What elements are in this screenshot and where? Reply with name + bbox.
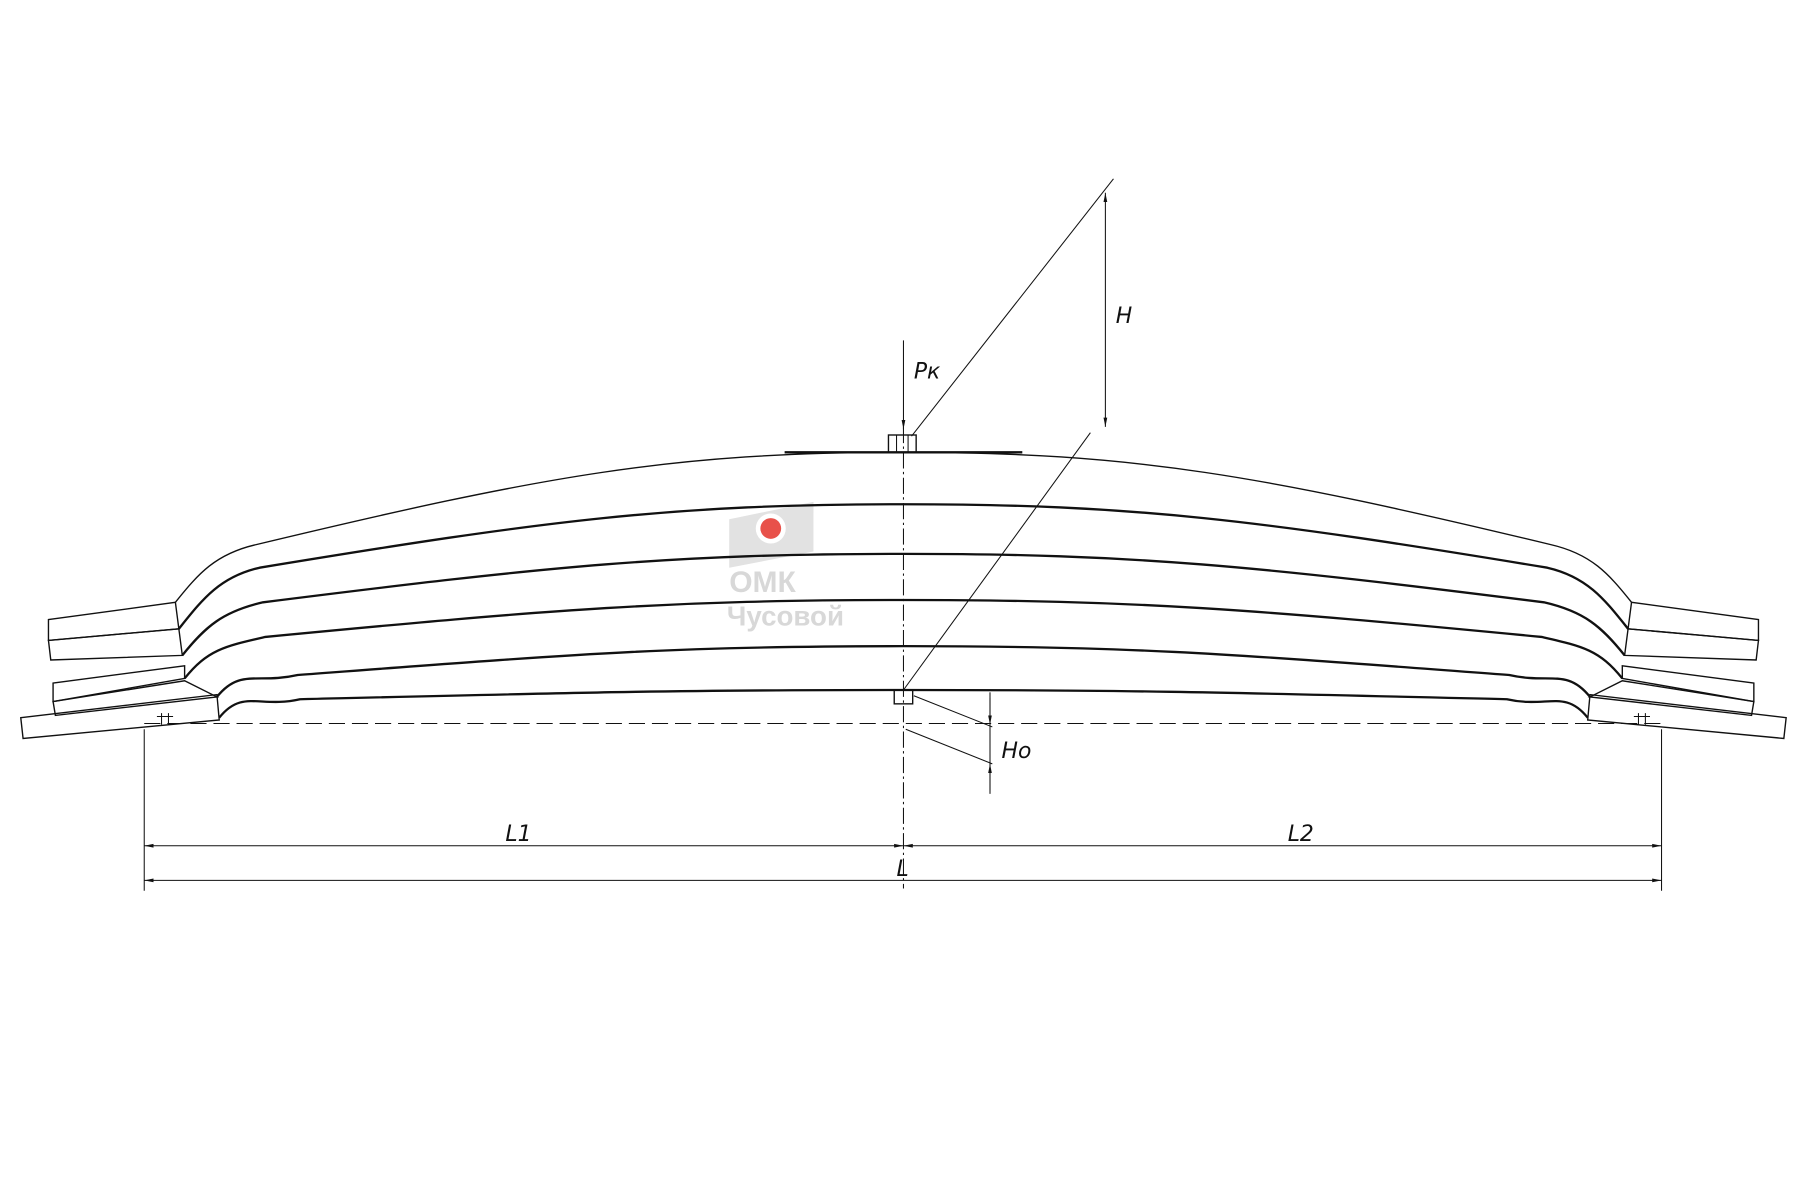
- omk-watermark: ОМК Чусовой: [727, 501, 844, 631]
- ho-extension-bottom: [905, 728, 993, 765]
- ho-extension-top: [913, 695, 993, 728]
- load-label: Pк: [914, 359, 941, 384]
- l2-label: L2: [1288, 822, 1314, 847]
- l-label: L: [897, 857, 909, 882]
- leaf-end: [47, 628, 184, 661]
- clip-rivet-icon: [1633, 713, 1650, 725]
- clip-rivet-icon: [156, 713, 174, 725]
- height-label: H: [1116, 304, 1132, 329]
- leaf-ends: [20, 601, 1787, 740]
- leaf-end: [52, 664, 186, 703]
- leaf-end: [20, 693, 220, 740]
- leaf-line: [181, 552, 1626, 657]
- leaf-end: [1623, 628, 1760, 661]
- watermark-subtitle: Чусовой: [727, 600, 844, 631]
- h-extension-top: [911, 178, 1114, 437]
- leaf-end: [1586, 693, 1787, 740]
- watermark-logo-dot: [760, 518, 782, 539]
- l1-label: L1: [505, 822, 531, 847]
- watermark-brand: ОМК: [729, 566, 796, 599]
- h-extension-bottom: [903, 432, 1091, 691]
- center-bolt-head-icon: [887, 434, 917, 453]
- height-zero-label: Hо: [1002, 739, 1032, 764]
- leaf-end: [1621, 664, 1755, 703]
